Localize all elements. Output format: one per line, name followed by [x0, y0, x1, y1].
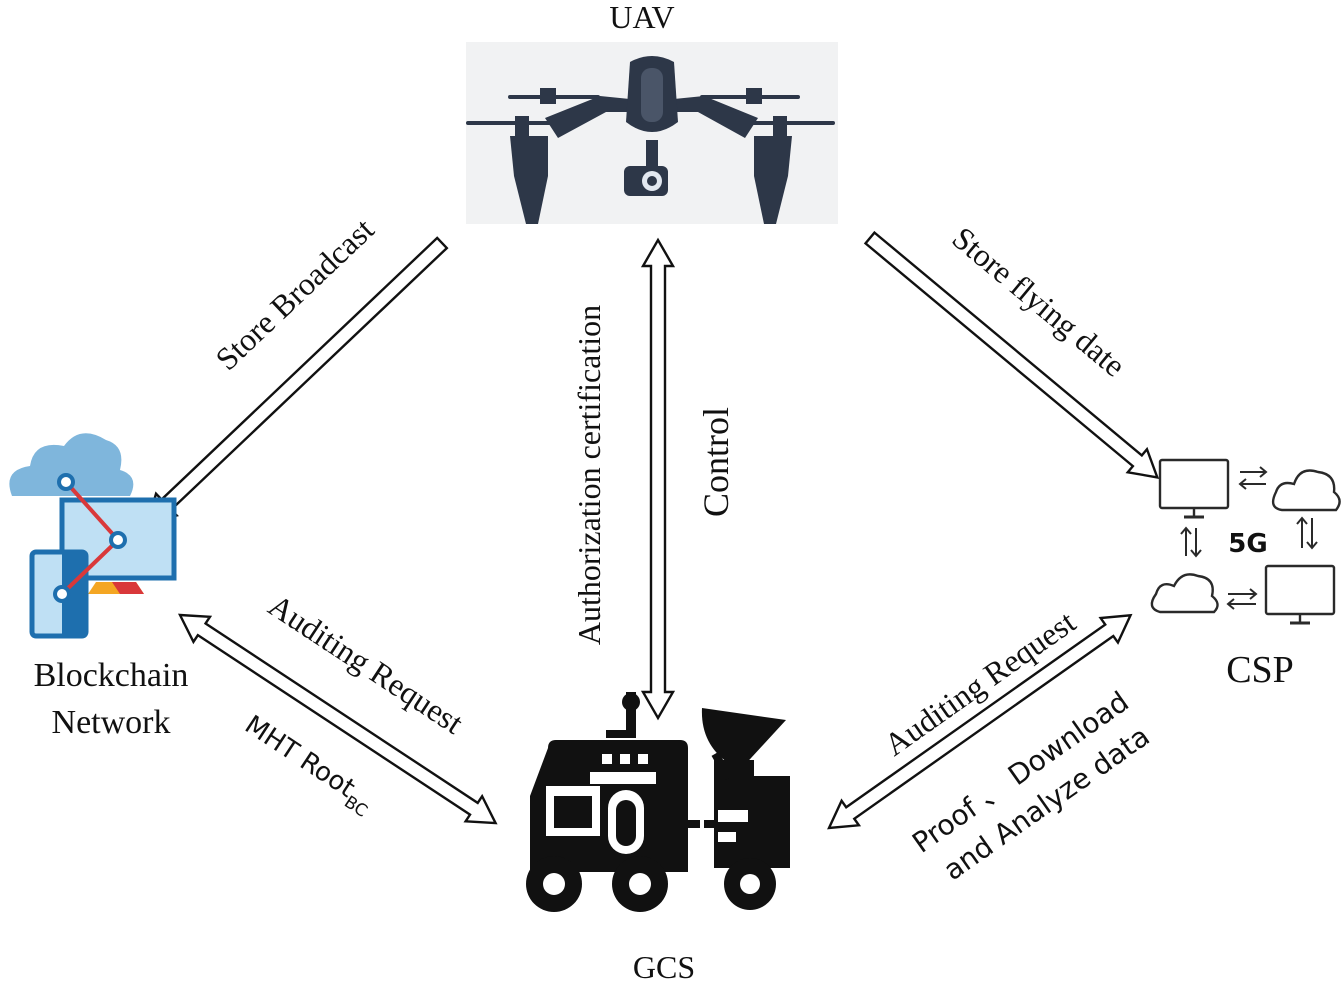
exchange-arrows-bottom-icon [1226, 588, 1258, 610]
csp-label: CSP [1226, 649, 1294, 691]
ground-station-vehicle-icon [526, 692, 790, 912]
cloud-service-provider-icon: 5G [1150, 458, 1341, 625]
blockchain-label-line2: Network [52, 704, 171, 741]
label-store-flying-date: Store flying date [946, 219, 1133, 383]
csp-5g-label: 5G [1228, 529, 1267, 559]
drone-icon [466, 42, 838, 224]
gcs-label: GCS [633, 949, 695, 982]
arrow-uav-to-csp [863, 230, 1160, 479]
blockchain-network-icon [9, 433, 177, 639]
blockchain-label-line1: Blockchain [34, 657, 189, 694]
label-control: Control [696, 407, 736, 517]
arrow-gcs-blockchain [177, 613, 498, 825]
arrow-uav-gcs [640, 237, 676, 721]
label-authorization-certification: Authorization certification [571, 305, 607, 645]
uav-label: UAV [609, 0, 674, 35]
exchange-arrows-top-icon [1238, 466, 1268, 490]
label-auditing-request-left: Auditing Request [262, 587, 470, 741]
arrow-gcs-csp [827, 613, 1133, 830]
exchange-arrows-left-icon [1180, 526, 1202, 558]
label-store-broadcast: Store Broadcast [208, 211, 380, 377]
exchange-arrows-right-icon [1296, 516, 1318, 550]
